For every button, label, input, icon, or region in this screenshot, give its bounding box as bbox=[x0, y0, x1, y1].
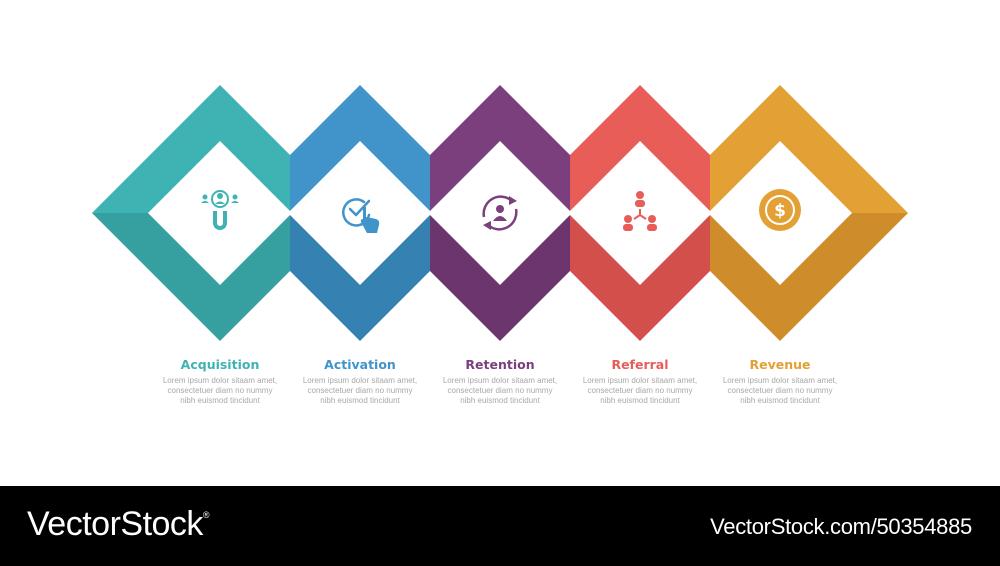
desc-line: nibh euismod tincidunt bbox=[600, 396, 680, 405]
dollar-coin-icon: $ bbox=[759, 189, 801, 231]
end-cap-lower-left bbox=[92, 213, 150, 271]
stage-shape-retention bbox=[430, 85, 570, 341]
desc-line: consectetuer diam no nummy bbox=[587, 386, 693, 395]
desc-line: nibh euismod tincidunt bbox=[320, 396, 400, 405]
chevron-top-retention bbox=[430, 85, 570, 211]
stage-description-acquisition: Lorem ipsum dolor sitaam amet, consectet… bbox=[145, 376, 295, 406]
aarrr-funnel-diagram: $ bbox=[92, 85, 908, 341]
end-cap-upper-right bbox=[850, 155, 908, 213]
end-cap-lower-right bbox=[850, 213, 908, 271]
magnet-users-icon bbox=[201, 190, 239, 230]
desc-line: consectetuer diam no nummy bbox=[727, 386, 833, 395]
desc-line: consectetuer diam no nummy bbox=[167, 386, 273, 395]
desc-line: nibh euismod tincidunt bbox=[180, 396, 260, 405]
brand-name: VectorStock bbox=[27, 505, 203, 543]
chevron-bottom-retention bbox=[430, 215, 570, 341]
chevron-bottom-activation bbox=[290, 215, 430, 341]
watermark-footer: VectorStock® VectorStock.com/50354885 bbox=[0, 486, 1000, 566]
desc-line: consectetuer diam no nummy bbox=[307, 386, 413, 395]
stage-description-referral: Lorem ipsum dolor sitaam amet, consectet… bbox=[565, 376, 715, 406]
desc-line: Lorem ipsum dolor sitaam amet, bbox=[722, 376, 838, 385]
stage-description-retention: Lorem ipsum dolor sitaam amet, consectet… bbox=[425, 376, 575, 406]
desc-line: Lorem ipsum dolor sitaam amet, bbox=[582, 376, 698, 385]
stage-description-revenue: Lorem ipsum dolor sitaam amet, consectet… bbox=[705, 376, 855, 406]
stage-title-retention: Retention bbox=[465, 357, 535, 372]
chevron-top-referral bbox=[570, 85, 710, 211]
vectorstock-logo: VectorStock® bbox=[27, 505, 210, 544]
desc-line: nibh euismod tincidunt bbox=[460, 396, 540, 405]
chevron-top-revenue bbox=[710, 85, 850, 211]
stage-shape-revenue bbox=[710, 85, 908, 341]
stage-title-referral: Referral bbox=[611, 357, 669, 372]
desc-line: Lorem ipsum dolor sitaam amet, bbox=[162, 376, 278, 385]
desc-line: Lorem ipsum dolor sitaam amet, bbox=[442, 376, 558, 385]
stage-title-activation: Activation bbox=[324, 357, 396, 372]
desc-line: consectetuer diam no nummy bbox=[447, 386, 553, 395]
svg-text:$: $ bbox=[774, 201, 786, 221]
touch-check-icon bbox=[342, 198, 380, 233]
stage-title-revenue: Revenue bbox=[749, 357, 811, 372]
chevron-bottom-referral bbox=[570, 215, 710, 341]
stage-title-acquisition: Acquisition bbox=[180, 357, 260, 372]
stage-shape-acquisition bbox=[92, 85, 290, 341]
desc-line: Lorem ipsum dolor sitaam amet, bbox=[302, 376, 418, 385]
chevron-top-acquisition bbox=[150, 85, 290, 211]
chevron-bottom-acquisition bbox=[150, 215, 290, 341]
stage-shape-activation bbox=[290, 85, 430, 341]
image-id-url: VectorStock.com/50354885 bbox=[710, 514, 972, 539]
infographic-canvas: $ Acquisition Activation Retention Refer… bbox=[92, 85, 908, 406]
referral-network-icon bbox=[623, 191, 657, 231]
stage-shape-referral bbox=[570, 85, 710, 341]
registered-mark: ® bbox=[202, 510, 210, 520]
chevron-bottom-revenue bbox=[710, 215, 850, 341]
desc-line: nibh euismod tincidunt bbox=[740, 396, 820, 405]
chevron-top-activation bbox=[290, 85, 430, 211]
user-cycle-icon bbox=[482, 195, 518, 231]
end-cap-upper-left bbox=[92, 155, 150, 213]
stage-description-activation: Lorem ipsum dolor sitaam amet, consectet… bbox=[285, 376, 435, 406]
